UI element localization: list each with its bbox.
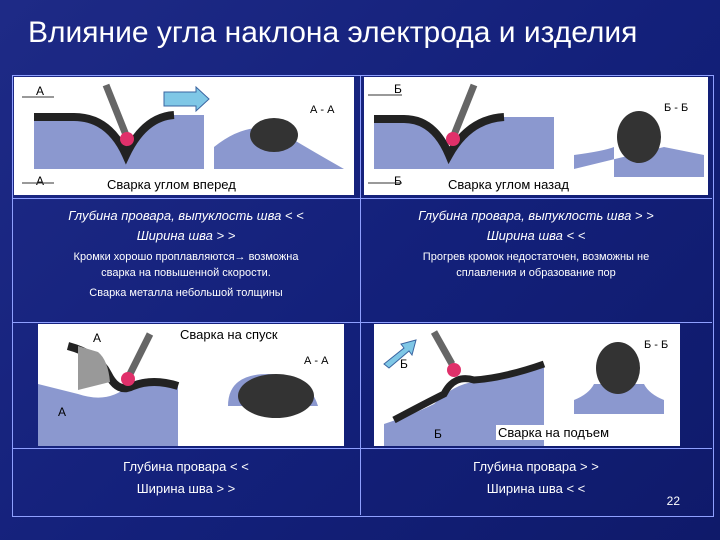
forward-diagram: А А - А А (14, 77, 354, 195)
uphill-section-label: Б - Б (644, 339, 668, 351)
forward-effect-line1: Глубина провара, выпуклость шва < < (68, 208, 304, 223)
content-grid (12, 75, 714, 517)
backward-caption: Сварка углом назад (446, 177, 571, 192)
uphill-effect-line1: Глубина провара > > (473, 459, 599, 474)
page-title: Влияние угла наклона электрода и изделия (28, 16, 638, 49)
uphill-section-mark-bottom: Б (434, 427, 442, 441)
grid-divider-2 (12, 322, 712, 323)
forward-section-label: А - А (310, 104, 335, 116)
forward-caption: Сварка углом вперед (105, 177, 238, 192)
forward-illustration: А А - А А (14, 77, 354, 195)
forward-note-line2: сварка на повышенной скорости. (101, 267, 271, 279)
backward-note-line2: сплавления и образование пор (456, 267, 616, 279)
backward-section-label: Б - Б (664, 102, 688, 114)
uphill-effect-line2: Ширина шва < < (486, 481, 586, 496)
backward-effect-line2: Ширина шва < < (486, 228, 586, 243)
backward-effect-line1: Глубина провара, выпуклость шва > > (418, 208, 654, 223)
downhill-section-mark-bottom: А (58, 405, 66, 419)
backward-illustration: Б Б - Б Б (364, 77, 708, 195)
downhill-illustration: А А - А А (38, 324, 344, 446)
downhill-section-label: А - А (304, 355, 329, 367)
uphill-section-mark-top: Б (400, 357, 408, 371)
downhill-effect-line1: Глубина провара < < (123, 459, 249, 474)
forward-note-line1: Кромки хорошо проплавляются→ возможна (73, 251, 299, 263)
grid-divider-1 (12, 198, 712, 199)
backward-note-line1: Прогрев кромок недостаточен, возможны не (422, 251, 650, 263)
backward-section-mark-bottom: Б (394, 174, 402, 188)
grid-divider-3 (12, 448, 712, 449)
backward-section-mark-top: Б (394, 82, 402, 96)
uphill-caption: Сварка на подъем (496, 425, 612, 440)
backward-diagram: Б Б - Б Б (364, 77, 708, 195)
downhill-diagram: А А - А А (38, 324, 344, 446)
forward-note-line3: Сварка металла небольшой толщины (89, 287, 283, 299)
downhill-section-mark-top: А (93, 331, 101, 345)
forward-effect-line2: Ширина шва > > (136, 228, 236, 243)
forward-section-mark-bottom: А (36, 174, 44, 188)
downhill-caption: Сварка на спуск (178, 327, 280, 342)
grid-divider-vertical (360, 75, 361, 515)
page-number: 22 (666, 494, 680, 508)
forward-section-mark-top: А (36, 84, 44, 98)
downhill-effect-line2: Ширина шва > > (136, 481, 236, 496)
